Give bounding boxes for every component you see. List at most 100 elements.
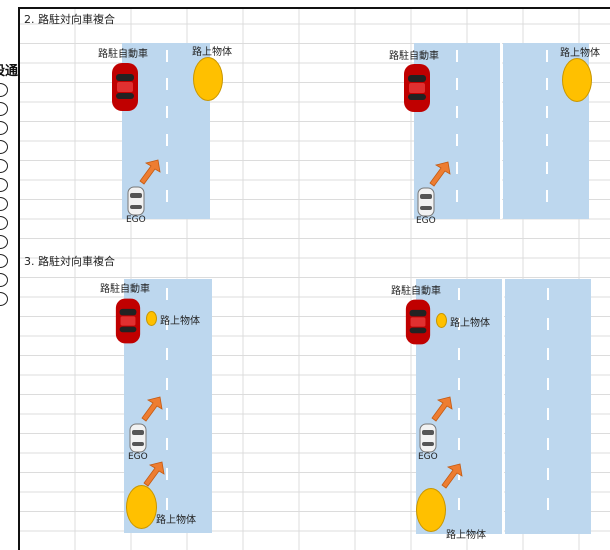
- white-car-icon[interactable]: [416, 187, 436, 217]
- lane-marking: [166, 408, 168, 420]
- circle-mark: ○: [0, 235, 8, 249]
- lane-marking: [547, 318, 549, 330]
- table-row[interactable]: ○: [0, 195, 18, 214]
- lane-marking: [458, 408, 460, 420]
- circle-mark: ○: [0, 254, 8, 268]
- circle-mark: ○: [0, 159, 8, 173]
- lane-marking: [458, 318, 460, 330]
- section-title-2: 2. 路駐対向車複合: [24, 13, 115, 26]
- road-object-label: 路上物体: [192, 47, 232, 58]
- lane-marking: [456, 106, 458, 118]
- white-car-icon[interactable]: [126, 186, 146, 216]
- lane-marking: [166, 378, 168, 390]
- table-row[interactable]: ○: [0, 214, 18, 233]
- circle-mark: ○: [0, 83, 8, 97]
- lane-marking: [456, 134, 458, 146]
- center-line: [500, 43, 502, 219]
- lane-marking: [547, 378, 549, 390]
- lane-marking: [547, 408, 549, 420]
- road-object-label: 路上物体: [160, 316, 200, 327]
- circle-mark: ○: [0, 197, 8, 211]
- white-car-icon[interactable]: [418, 423, 438, 453]
- lane-marking: [166, 190, 168, 202]
- arrow-up-right-icon: [143, 461, 165, 487]
- lane-marking: [458, 498, 460, 510]
- table-row[interactable]: ○: [0, 233, 18, 252]
- lane-marking: [546, 106, 548, 118]
- lane-marking: [456, 190, 458, 202]
- lane-marking: [166, 50, 168, 62]
- lane-marking: [456, 78, 458, 90]
- ego-label: EGO: [128, 452, 148, 462]
- road-object-label: 路上物体: [156, 515, 196, 526]
- lane-marking: [166, 318, 168, 330]
- arrow-up-right-icon: [441, 463, 463, 489]
- lane-marking: [546, 190, 548, 202]
- lane-marking: [166, 498, 168, 510]
- circle-mark: ○: [0, 292, 8, 306]
- parked-car-label: 路駐自動車: [391, 286, 441, 297]
- lane-marking: [456, 162, 458, 174]
- circle-mark: ○: [0, 216, 8, 230]
- red-car-icon[interactable]: [114, 297, 142, 345]
- table-row[interactable]: ○: [0, 252, 18, 271]
- lane-marking: [458, 288, 460, 300]
- red-car-icon[interactable]: [402, 63, 432, 113]
- circle-mark: ○: [0, 140, 8, 154]
- left-column: 設通 ○ ○ ○ ○ ○ ○ ○ ○ ○ ○ ○ ○: [0, 62, 18, 309]
- road-object[interactable]: [126, 485, 157, 529]
- ego-label: EGO: [126, 215, 146, 225]
- lane-marking: [547, 498, 549, 510]
- lane-marking: [547, 348, 549, 360]
- lane-marking: [458, 348, 460, 360]
- road-object-label: 路上物体: [446, 530, 486, 541]
- table-row[interactable]: ○: [0, 290, 18, 309]
- red-car-icon[interactable]: [404, 298, 432, 346]
- circle-mark: ○: [0, 121, 8, 135]
- center-line: [502, 279, 504, 534]
- parked-car-label: 路駐自動車: [389, 51, 439, 62]
- lane-marking: [546, 162, 548, 174]
- table-row[interactable]: ○: [0, 176, 18, 195]
- table-row[interactable]: ○: [0, 81, 18, 100]
- lane-marking: [166, 106, 168, 118]
- road-object-label: 路上物体: [450, 318, 490, 329]
- lane-marking: [166, 162, 168, 174]
- arrow-up-right-icon: [139, 159, 161, 185]
- table-row[interactable]: ○: [0, 271, 18, 290]
- section-title-3: 3. 路駐対向車複合: [24, 255, 115, 268]
- road-object[interactable]: [562, 58, 592, 102]
- table-row[interactable]: ○: [0, 138, 18, 157]
- lane-marking: [166, 348, 168, 360]
- diagram-panel: [18, 7, 610, 550]
- lane-marking: [546, 78, 548, 90]
- road-object[interactable]: [416, 488, 446, 532]
- circle-mark: ○: [0, 273, 8, 287]
- lane-marking: [458, 378, 460, 390]
- ego-label: EGO: [418, 452, 438, 462]
- lane-marking: [166, 288, 168, 300]
- white-car-icon[interactable]: [128, 423, 148, 453]
- lane-marking: [547, 438, 549, 450]
- lane-marking: [166, 134, 168, 146]
- lane-marking: [458, 438, 460, 450]
- road-object[interactable]: [146, 311, 157, 326]
- table-row[interactable]: ○: [0, 157, 18, 176]
- road-object[interactable]: [193, 57, 223, 101]
- circle-mark: ○: [0, 102, 8, 116]
- lane-marking: [456, 50, 458, 62]
- circle-mark: ○: [0, 178, 8, 192]
- arrow-up-right-icon: [141, 396, 163, 422]
- ego-label: EGO: [416, 216, 436, 226]
- left-column-header: 設通: [0, 62, 18, 81]
- road-object-label: 路上物体: [560, 48, 600, 59]
- table-row[interactable]: ○: [0, 100, 18, 119]
- lane-marking: [547, 468, 549, 480]
- red-car-icon[interactable]: [110, 62, 140, 112]
- table-row[interactable]: ○: [0, 119, 18, 138]
- lane-marking: [166, 468, 168, 480]
- lane-marking: [546, 50, 548, 62]
- road-object[interactable]: [436, 313, 447, 328]
- lane-marking: [546, 134, 548, 146]
- arrow-up-right-icon: [429, 161, 451, 187]
